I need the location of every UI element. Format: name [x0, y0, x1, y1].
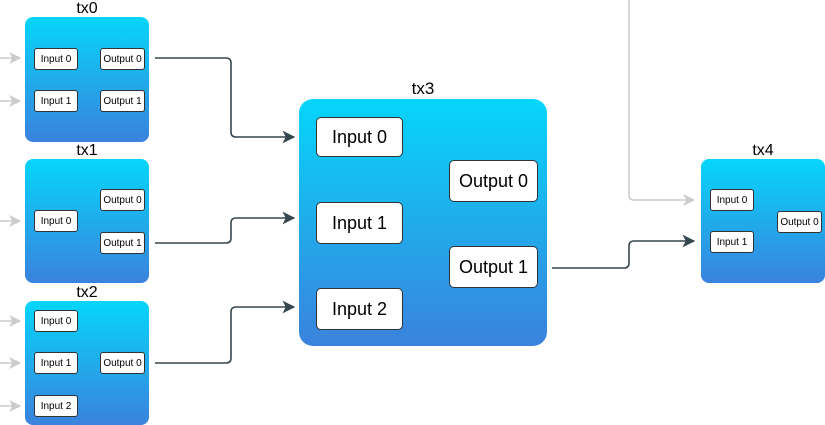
- output-port[interactable]: Output 1: [449, 246, 538, 288]
- input-port[interactable]: Input 0: [34, 48, 78, 70]
- output-port[interactable]: Output 1: [100, 90, 145, 112]
- transaction-node-tx2[interactable]: tx2 Input 0 Input 1 Input 2 Output 0: [25, 284, 149, 425]
- output-port[interactable]: Output 0: [100, 189, 145, 211]
- transaction-title: tx0: [76, 0, 98, 17]
- edge-tx1-output1-to-tx3-input1: [155, 211, 296, 244]
- transaction-title: tx4: [752, 142, 774, 159]
- transaction-node-tx4[interactable]: tx4 Input 0 Input 1 Output 0: [701, 142, 825, 283]
- edge-tx0-output0-to-tx3-input0: [155, 57, 296, 144]
- output-port[interactable]: Output 1: [100, 232, 145, 254]
- input-port[interactable]: Input 2: [316, 288, 403, 330]
- edge-tx2-output0-to-tx3-input2: [155, 300, 296, 364]
- input-port[interactable]: Input 1: [316, 202, 403, 244]
- output-port[interactable]: Output 0: [449, 160, 538, 202]
- input-port[interactable]: Input 1: [710, 231, 754, 253]
- transaction-node-tx1[interactable]: tx1 Input 0 Output 0 Output 1: [25, 142, 149, 283]
- input-port[interactable]: Input 0: [316, 117, 403, 157]
- output-port[interactable]: Output 0: [100, 352, 145, 374]
- transaction-node-tx0[interactable]: tx0 Input 0 Input 1 Output 0 Output 1: [25, 0, 149, 142]
- edge-tx3-output1-to-tx4-input1: [552, 234, 696, 269]
- input-port[interactable]: Input 2: [34, 395, 78, 417]
- transaction-title: tx1: [76, 142, 98, 159]
- input-port[interactable]: Input 1: [34, 352, 78, 374]
- input-port[interactable]: Input 0: [710, 189, 754, 211]
- input-port[interactable]: Input 0: [34, 310, 78, 332]
- input-port[interactable]: Input 0: [34, 210, 78, 232]
- output-port[interactable]: Output 0: [100, 48, 145, 70]
- transaction-title: tx3: [411, 79, 435, 98]
- incoming-edge-tx4-input0: [628, 0, 696, 206]
- transaction-title: tx2: [76, 284, 98, 301]
- input-port[interactable]: Input 1: [34, 90, 78, 112]
- output-port[interactable]: Output 0: [777, 211, 822, 233]
- transaction-node-tx3[interactable]: tx3 Input 0 Input 1 Input 2 Output 0 Out…: [299, 80, 547, 346]
